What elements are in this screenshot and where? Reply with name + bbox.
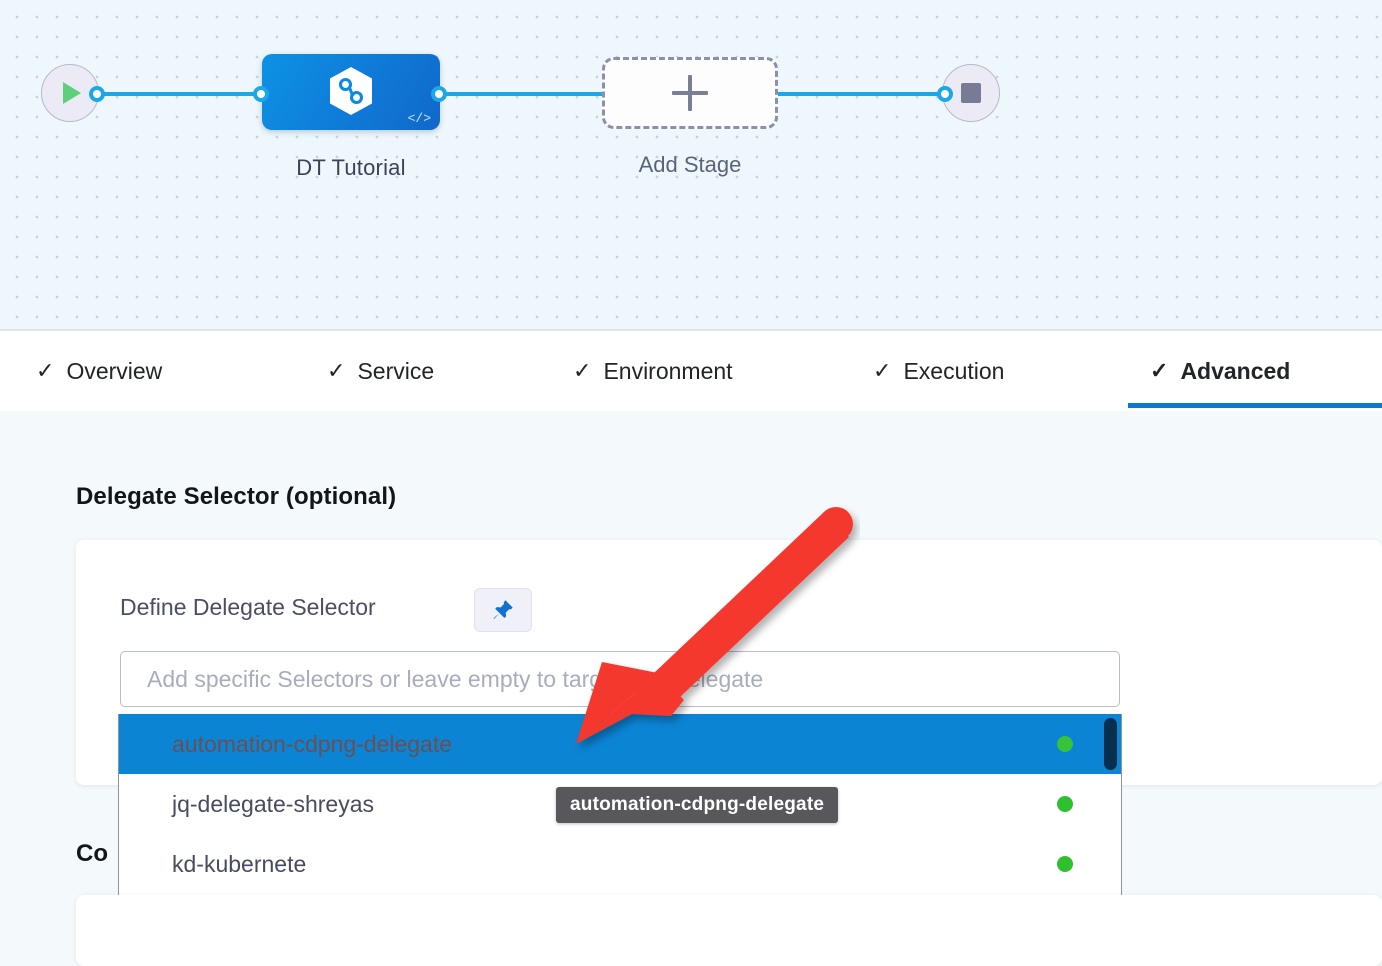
- delegate-status-dot: [1057, 796, 1073, 812]
- connector-start-to-stage: [96, 92, 268, 96]
- check-icon: ✓: [327, 358, 346, 383]
- tab-label: Execution: [903, 357, 1005, 384]
- port-end-in[interactable]: [937, 86, 953, 102]
- connector-stage-to-add: [438, 92, 618, 96]
- stage-node-dt-tutorial[interactable]: </>: [262, 54, 440, 130]
- pipeline-end-node[interactable]: [942, 64, 1000, 122]
- check-icon: ✓: [36, 358, 55, 383]
- pin-icon: [493, 600, 513, 619]
- define-delegate-selector-label: Define Delegate Selector: [120, 594, 376, 620]
- tab-label: Service: [357, 357, 435, 384]
- tab-label: Environment: [603, 357, 733, 384]
- dropdown-option[interactable]: jq-delegate-shreyas: [119, 774, 1121, 834]
- add-stage-label: Add Stage: [638, 152, 742, 177]
- active-tab-underline: [1128, 403, 1382, 408]
- port-start-out[interactable]: [89, 86, 105, 102]
- dropdown-option-label: kd-kubernete: [172, 850, 307, 877]
- connector-add-to-end: [760, 92, 952, 96]
- plus-icon-horizontal: [672, 91, 708, 95]
- add-stage-button[interactable]: [602, 57, 778, 129]
- port-stage-out[interactable]: [431, 86, 447, 102]
- dropdown-option-label: automation-cdpng-delegate: [172, 730, 453, 757]
- tab-execution[interactable]: ✓ Execution: [873, 331, 1004, 411]
- deployment-hexagon-icon: [330, 67, 372, 115]
- tab-advanced[interactable]: ✓ Advanced: [1150, 331, 1290, 411]
- delegate-tooltip: automation-cdpng-delegate: [556, 787, 839, 823]
- tab-overview[interactable]: ✓ Overview: [36, 331, 162, 411]
- tab-label: Overview: [66, 357, 163, 384]
- delegate-status-dot: [1057, 736, 1073, 752]
- next-section-card: [76, 895, 1382, 966]
- pin-button[interactable]: [474, 588, 532, 632]
- dropdown-scrollbar-thumb[interactable]: [1104, 718, 1117, 770]
- code-icon: </>: [407, 111, 431, 126]
- tab-environment[interactable]: ✓ Environment: [573, 331, 733, 411]
- next-section-title: Co: [76, 840, 108, 867]
- tab-label: Advanced: [1180, 357, 1291, 384]
- dropdown-option-label: jq-delegate-shreyas: [172, 790, 375, 817]
- pipeline-canvas[interactable]: </> DT Tutorial Add Stage: [0, 0, 1382, 331]
- check-icon: ✓: [1150, 358, 1169, 383]
- check-icon: ✓: [873, 358, 892, 383]
- delegate-selector-input[interactable]: [120, 651, 1120, 707]
- page-title: Delegate Selector (optional): [76, 483, 397, 510]
- dropdown-option[interactable]: kd-kubernete: [119, 834, 1121, 894]
- play-icon: [63, 82, 81, 104]
- port-stage-in[interactable]: [253, 86, 269, 102]
- tab-service[interactable]: ✓ Service: [327, 331, 434, 411]
- dropdown-option[interactable]: automation-cdpng-delegate: [119, 714, 1121, 774]
- stage-label: DT Tutorial: [296, 155, 406, 180]
- check-icon: ✓: [573, 358, 592, 383]
- stage-config-tabbar: ✓ Overview ✓ Service ✓ Environment ✓ Exe…: [0, 331, 1382, 411]
- stop-icon: [961, 83, 981, 103]
- delegate-status-dot: [1057, 856, 1073, 872]
- canvas-divider: [0, 329, 1382, 331]
